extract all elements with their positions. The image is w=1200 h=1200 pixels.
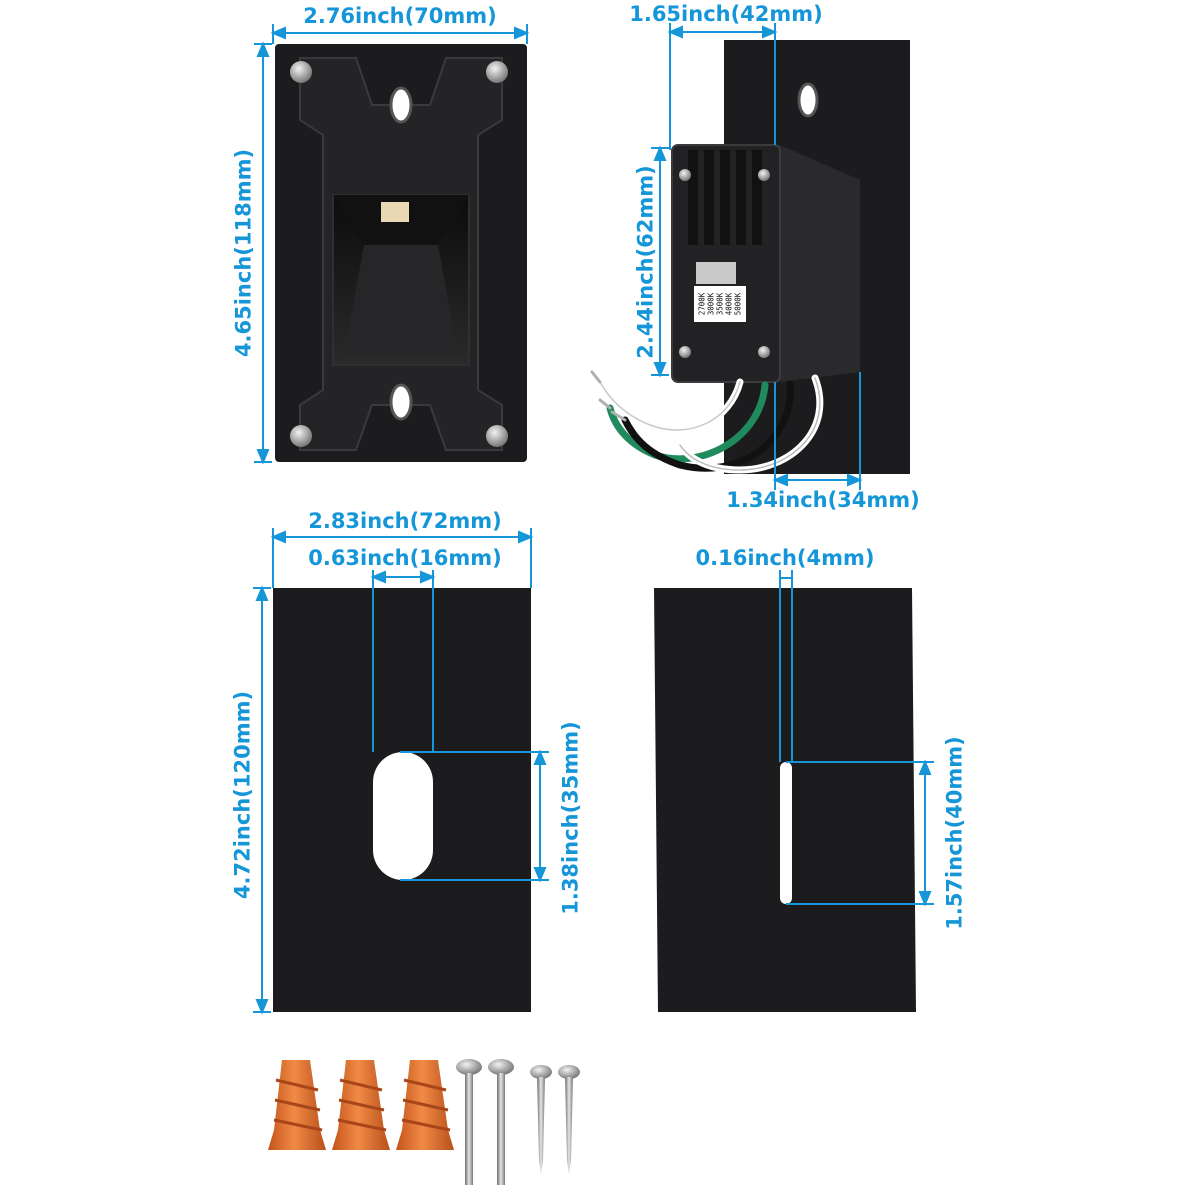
dimension-label-box-height: 2.44inch(62mm) (633, 165, 658, 359)
heat-sink (688, 150, 762, 245)
wood-screw-icon (530, 1065, 552, 1175)
back-mount-hole (797, 82, 819, 118)
cct-label-panel (694, 286, 746, 322)
corner-screw-icon (290, 425, 312, 447)
machine-screw-icon (488, 1059, 514, 1185)
corner-screw-icon (486, 61, 508, 83)
dimension-label-slit-height: 1.57inch(40mm) (942, 736, 967, 930)
corner-screw-icon (486, 425, 508, 447)
led-chip (381, 202, 409, 222)
wire-nut-icon (332, 1060, 390, 1150)
corner-screw-icon (290, 61, 312, 83)
cct-option: 3500K (715, 292, 725, 316)
fixture-front-view (275, 44, 527, 462)
dimension-label-side-depth: 1.65inch(42mm) (629, 2, 823, 26)
bottom-mount-hole (389, 383, 413, 421)
dimension-label-plate-width: 2.83inch(72mm) (308, 509, 502, 533)
top-mount-hole (389, 86, 413, 124)
dimension-label-box-width: 1.34inch(34mm) (726, 488, 920, 512)
accessories (268, 1059, 580, 1185)
wire-nut-icon (396, 1060, 454, 1150)
cover-plate-slit (654, 588, 916, 1012)
dimension-label-hole-height: 1.38inch(35mm) (558, 721, 583, 915)
cct-switch-slider (696, 262, 736, 284)
cct-option: 4000K (724, 292, 734, 316)
cover-plate-oval (273, 588, 531, 1012)
cct-option: 3000K (706, 292, 716, 316)
cct-option: 5000K (733, 292, 743, 316)
oval-cutout (373, 752, 433, 880)
box-screw-icon (679, 346, 691, 358)
wire-bundle (590, 370, 824, 474)
slit-cutout (780, 762, 792, 904)
cct-option: 2700K (697, 292, 707, 316)
dimension-label-plate-height: 4.72inch(120mm) (230, 690, 255, 900)
box-screw-icon (679, 169, 691, 181)
box-screw-icon (758, 346, 770, 358)
recess-floor (344, 245, 458, 355)
dimension-lines (253, 23, 934, 1015)
fixture-back-view (590, 40, 910, 474)
cct-switch-options: 2700K 3000K 3500K 4000K 5000K (698, 293, 743, 316)
box-screw-icon (758, 169, 770, 181)
dimension-label-front-height: 4.65inch(118mm) (231, 148, 256, 358)
dimension-label-front-width: 2.76inch(70mm) (303, 4, 497, 28)
wire-nut-icon (268, 1060, 326, 1150)
wood-screw-icon (558, 1065, 580, 1175)
dimension-label-hole-width: 0.63inch(16mm) (308, 546, 502, 570)
dimension-label-slit-width: 0.16inch(4mm) (695, 546, 875, 570)
machine-screw-icon (456, 1059, 482, 1185)
